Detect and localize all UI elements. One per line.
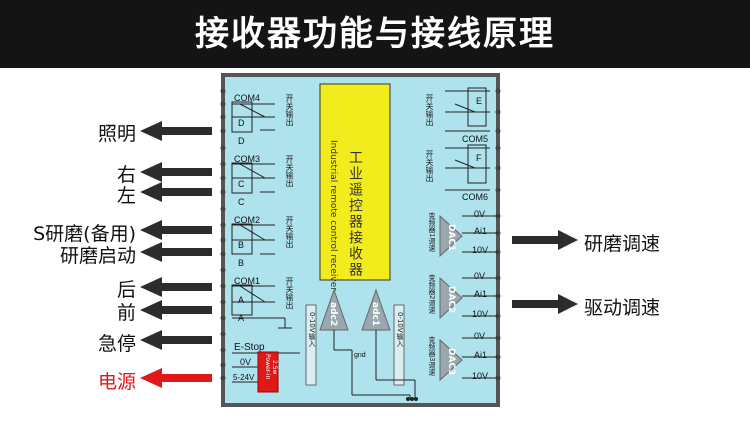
adc-terminal-strips	[305, 304, 405, 386]
port-com4: COM4	[234, 93, 261, 103]
adc-input-label: 0-10V输入	[396, 312, 404, 347]
adc2-label: adc2	[328, 302, 338, 327]
right-arrows	[512, 230, 578, 314]
label-drive-speed: 驱动调速	[584, 297, 661, 319]
dac2-port-10v: 10V	[472, 309, 489, 319]
dac3-port-ai1: Ai1	[474, 350, 488, 360]
relay-letter: C	[238, 179, 245, 189]
relay-letter: E	[476, 96, 483, 106]
port-com1: COM1	[234, 276, 261, 286]
dac2-port-ai1: Ai1	[474, 289, 488, 299]
relay-letter: B	[238, 240, 245, 250]
port-com3: COM3	[234, 154, 261, 164]
port-com2: COM2	[234, 215, 261, 225]
power-in-label: Power-in	[264, 354, 271, 380]
relay-letter: B	[238, 258, 245, 268]
dac3-port-10v: 10V	[472, 371, 489, 381]
dac3-label: DAC3	[446, 348, 456, 376]
label-left: 左	[116, 185, 136, 207]
relay-group-com6	[445, 144, 490, 191]
power-in-module	[257, 351, 279, 393]
relay-letter: D	[238, 118, 245, 128]
right-terminals	[495, 88, 501, 381]
dac2-port-0v: 0V	[474, 271, 486, 281]
label-forward: 前	[116, 302, 136, 324]
switch-output-label: 开关输出	[425, 150, 434, 182]
page-title: 接收器功能与接线原理	[0, 0, 750, 68]
power-spec-label: 2.5w	[271, 360, 278, 375]
label-back: 后	[116, 279, 136, 301]
relay-group-com4	[231, 101, 275, 133]
switch-output-label: 开关输出	[425, 94, 434, 126]
left-arrows	[140, 121, 212, 350]
relay-letter: A	[238, 295, 245, 305]
power-arrow	[140, 368, 212, 388]
adc1-label: adc1	[370, 302, 380, 327]
relay-group-com2	[231, 223, 275, 255]
dac2-label: DAC2	[446, 286, 456, 314]
label-grind-speed: 研磨调速	[584, 233, 661, 255]
receiver-core-box	[319, 83, 391, 281]
switch-output-label: 开关输出	[285, 216, 294, 248]
dac2-description: 变频器2调速	[428, 274, 436, 314]
left-terminals	[220, 88, 226, 381]
relay-letter: A	[238, 313, 245, 323]
center-box-title-cn: 工业遥控器接收器	[347, 150, 363, 278]
switch-output-label: 开关输出	[285, 94, 294, 126]
label-right: 右	[116, 164, 136, 186]
label-grind-start: 研磨启动	[59, 245, 136, 267]
label-lighting: 照明	[97, 123, 136, 145]
dac1-port-10v: 10V	[472, 245, 489, 255]
power-port-0v: 0V	[240, 357, 252, 367]
dac-triangles	[439, 214, 463, 382]
label-power: 电源	[97, 371, 136, 393]
dac3-port-0v: 0V	[474, 331, 486, 341]
switch-output-label: 开关输出	[285, 277, 294, 309]
relay-letter: F	[476, 153, 482, 163]
center-box-title-en: Industrial remote control receiver	[328, 140, 338, 291]
gnd-label: gnd	[354, 352, 366, 359]
label-emergency-stop: 急停	[97, 333, 136, 355]
power-port-5-24v: 5-24V	[233, 373, 255, 382]
relay-group-com1	[231, 284, 292, 329]
estop-label: E-Stop	[234, 342, 265, 353]
dac1-description: 变频器1调速	[428, 212, 436, 252]
relay-letter: C	[238, 197, 245, 207]
label-s-grind-backup: S研磨(备用)	[33, 223, 136, 245]
adc-input-label: 0-10V输入	[308, 312, 316, 347]
dac1-label: DAC1	[446, 224, 456, 252]
dac1-port-ai1: Ai1	[474, 226, 488, 236]
port-com5: COM5	[462, 134, 489, 144]
dac1-port-0v: 0V	[474, 209, 486, 219]
port-com6: COM6	[462, 192, 489, 202]
relay-letter: D	[238, 136, 245, 146]
relay-group-com5	[445, 87, 490, 132]
relay-group-com3	[231, 162, 275, 194]
switch-output-label: 开关输出	[285, 155, 294, 187]
dac3-description: 变频器3调速	[428, 336, 436, 376]
